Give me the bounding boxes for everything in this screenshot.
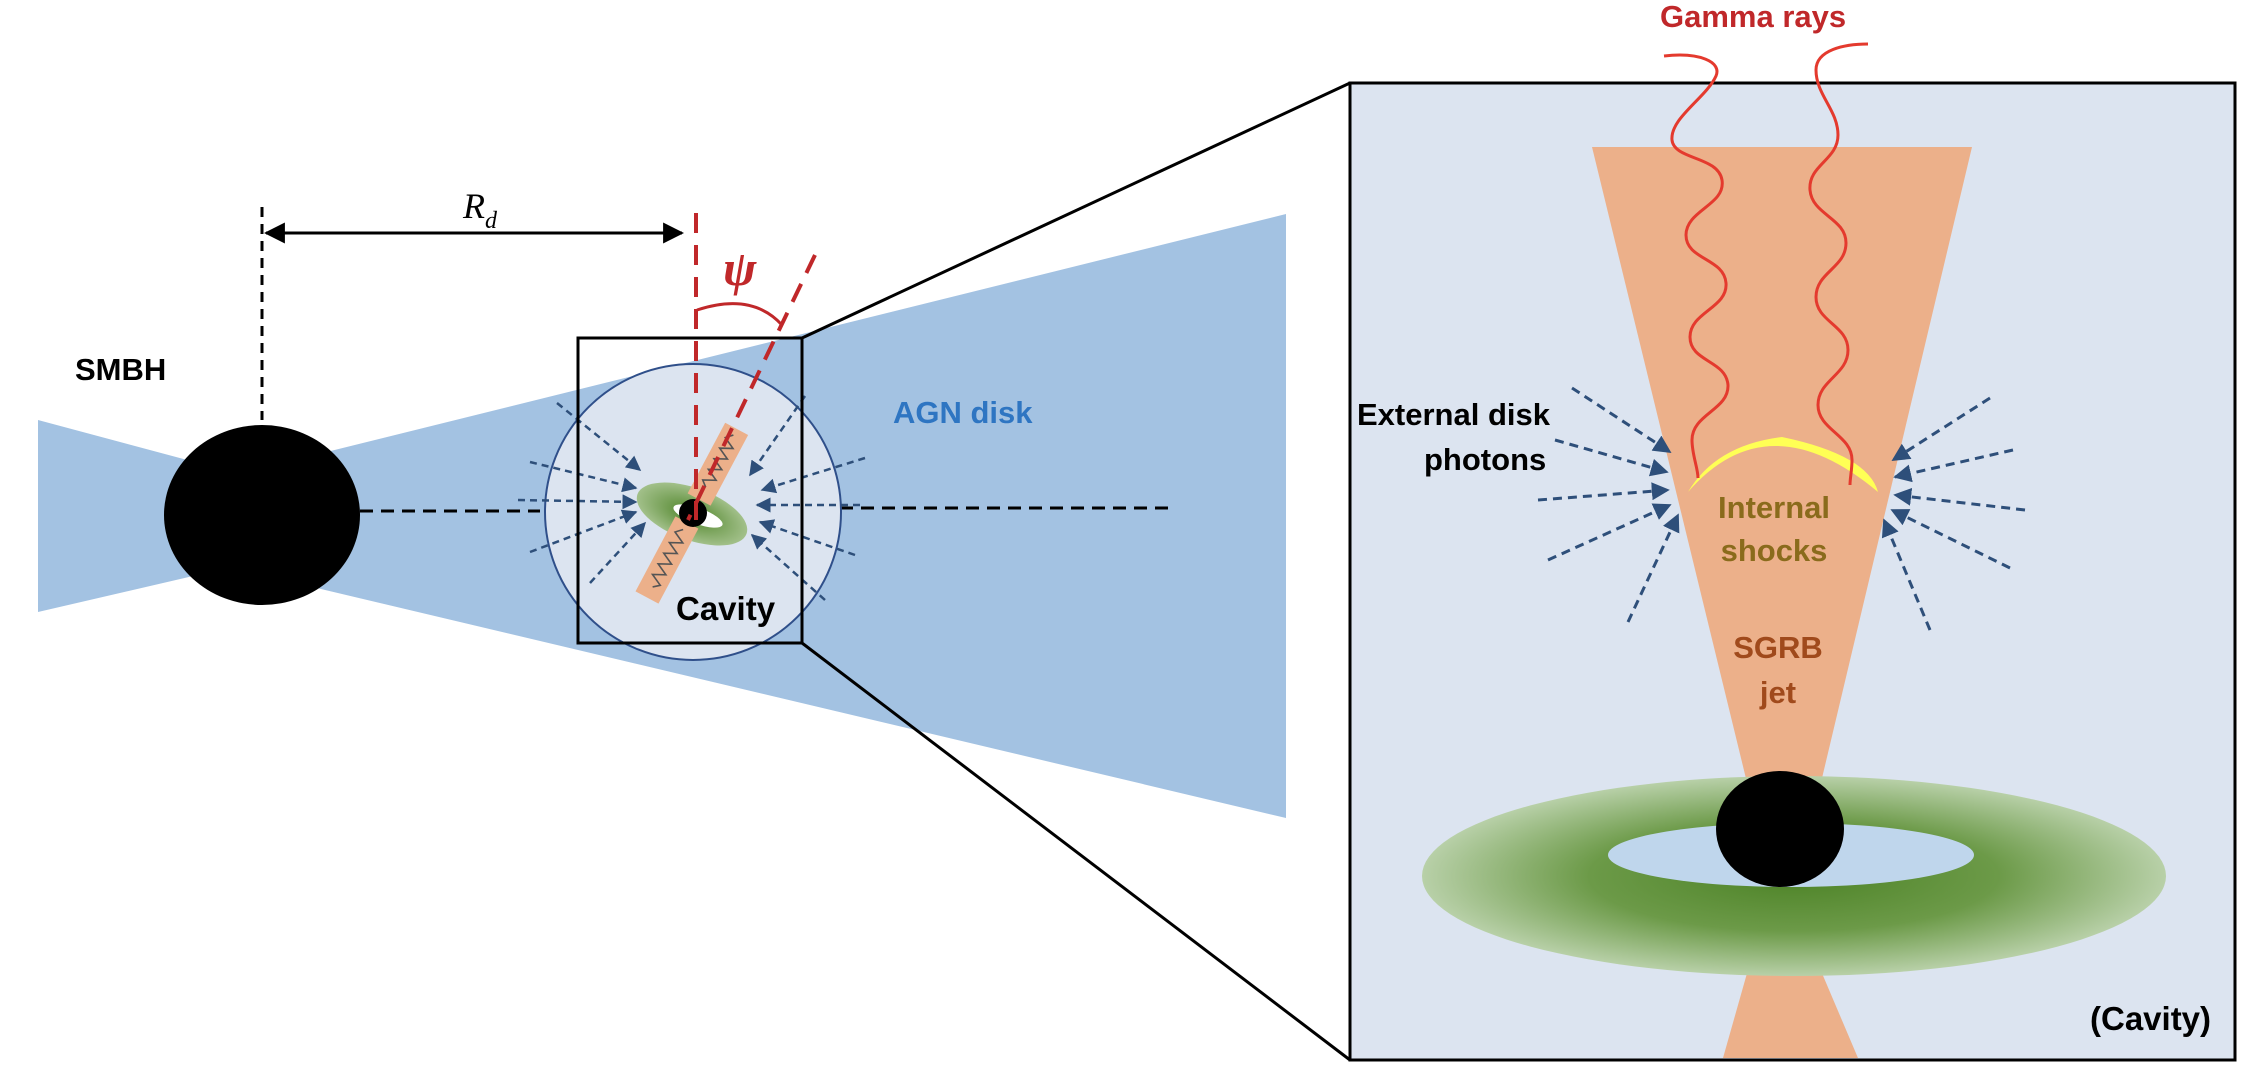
psi-jet-axis (686, 254, 817, 521)
psi-arc (696, 302, 784, 327)
smbh-black-hole (164, 425, 360, 605)
internal-shocks-label-line1: Internal (1718, 490, 1830, 525)
zoom-line-top (801, 81, 1351, 340)
gamma-rays-label: Gamma rays (1660, 0, 1846, 34)
smbh-label: SMBH (75, 352, 166, 387)
cavity-zoom-box (576, 336, 804, 645)
psi-label: ψ (723, 240, 757, 296)
external-photon-arrows (1537, 386, 2026, 631)
sgrb-jet-upper (1592, 147, 1972, 795)
sgrb-jet-label-line1: SGRB (1733, 630, 1823, 665)
cavity-photon-arrows (517, 395, 866, 601)
inset-cavity-label: (Cavity) (2090, 1000, 2211, 1037)
inset-black-hole (1716, 771, 1844, 887)
internal-shocks-label-line2: shocks (1721, 533, 1828, 568)
small-jet (635, 422, 749, 604)
sgrb-jet-label-line2: jet (1759, 675, 1796, 710)
agn-disk-label: AGN disk (893, 395, 1033, 430)
cavity-label: Cavity (676, 590, 776, 627)
gamma-ray-left (1663, 53, 1730, 479)
small-black-hole (679, 499, 707, 527)
gamma-ray-right (1808, 42, 1869, 486)
zoom-line-bottom (801, 641, 1351, 1062)
external-photons-label-line1: External disk (1357, 397, 1551, 432)
external-photons-label-line2: photons (1424, 442, 1546, 477)
rd-label: Rd (462, 186, 498, 234)
internal-shocks-crescent (1688, 437, 1878, 492)
